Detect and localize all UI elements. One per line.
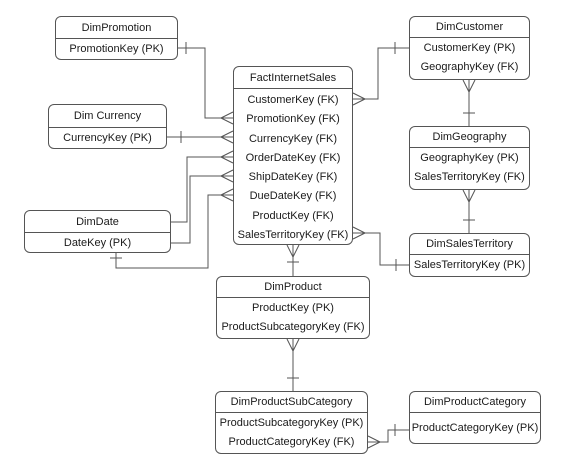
entity-dim-customer: DimCustomer CustomerKey (PK) GeographyKe…: [409, 16, 530, 80]
entity-field: PromotionKey (PK): [69, 43, 164, 55]
entity-field: GeographyKey (FK): [420, 61, 519, 74]
entity-field: ProductSubcategoryKey (FK): [221, 321, 365, 334]
entity-field: OrderDateKey (FK): [245, 151, 341, 164]
entity-field: ProductCategoryKey (FK): [228, 436, 355, 449]
entity-dim-promotion: DimPromotion PromotionKey (PK): [55, 16, 178, 60]
entity-field: ShipDateKey (FK): [248, 171, 338, 184]
entity-title: DimSalesTerritory: [410, 234, 529, 255]
entity-fact-internet-sales: FactInternetSales CustomerKey (FK) Promo…: [233, 66, 353, 245]
entity-field: PromotionKey (FK): [246, 113, 340, 126]
entity-field: CustomerKey (PK): [423, 42, 516, 54]
entity-field: ProductSubcategoryKey (PK): [219, 417, 364, 429]
entity-field: DateKey (PK): [63, 237, 132, 249]
entity-dim-currency: Dim Currency CurrencyKey (PK): [48, 104, 167, 149]
entity-field: SalesTerritoryKey (FK): [414, 171, 525, 184]
entity-title: Dim Currency: [49, 105, 166, 128]
entity-dim-product-subcategory: DimProductSubCategory ProductSubcategory…: [215, 391, 368, 454]
connector-customer-fact: [352, 42, 409, 106]
entity-title: DimCustomer: [410, 17, 529, 38]
connector-territory-geography: [462, 189, 476, 233]
entity-dim-date: DimDate DateKey (PK): [24, 210, 171, 253]
connector-currency-fact: [167, 130, 234, 144]
entity-title: DimDate: [25, 211, 170, 233]
entity-title: DimProduct: [217, 277, 369, 298]
entity-dim-product-category: DimProductCategory ProductCategoryKey (P…: [409, 391, 541, 444]
entity-field: ProductKey (FK): [252, 209, 334, 222]
connector-product-fact: [286, 244, 300, 276]
entity-title: DimProductCategory: [410, 392, 540, 413]
entity-field: ProductKey (PK): [252, 302, 334, 314]
entity-dim-geography: DimGeography GeographyKey (PK) SalesTerr…: [409, 126, 530, 190]
connector-subcategory-product: [286, 338, 300, 391]
entity-title: DimGeography: [410, 127, 529, 148]
connector-promotion-fact: [178, 42, 234, 125]
entity-field: ProductCategoryKey (PK): [411, 422, 539, 434]
connector-category-subcategory: [367, 424, 409, 449]
entity-dim-product: DimProduct ProductKey (PK) ProductSubcat…: [216, 276, 370, 339]
entity-field: CustomerKey (FK): [247, 94, 339, 106]
entity-field: CurrencyKey (FK): [248, 132, 338, 145]
entity-field: SalesTerritoryKey (FK): [237, 229, 349, 242]
connector-territory-fact: [352, 226, 409, 271]
entity-title: DimPromotion: [56, 17, 177, 39]
entity-field: GeographyKey (PK): [420, 152, 519, 164]
entity-dim-sales-territory: DimSalesTerritory SalesTerritoryKey (PK): [409, 233, 530, 277]
entity-title: DimProductSubCategory: [216, 392, 367, 413]
entity-field: DueDateKey (FK): [249, 190, 337, 203]
connector-date-due-fact: [110, 188, 234, 269]
connector-geography-customer: [462, 79, 476, 126]
entity-field: CurrencyKey (PK): [63, 132, 152, 144]
entity-field: SalesTerritoryKey (PK): [413, 259, 526, 271]
entity-title: FactInternetSales: [234, 67, 352, 89]
